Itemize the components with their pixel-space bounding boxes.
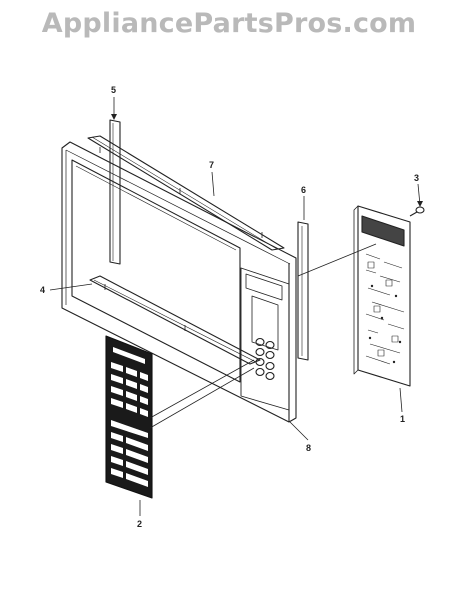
leader-8 — [289, 421, 309, 441]
part-7-top-trim — [87, 135, 285, 251]
callout-7: 7 — [209, 160, 214, 170]
part-6-right-bracket — [297, 221, 309, 361]
callout-4: 4 — [40, 285, 45, 295]
leader-keypad-b — [149, 367, 255, 429]
callout-5: 5 — [111, 85, 116, 95]
part-8-door-frame — [61, 141, 297, 423]
part-1-circuit-board — [353, 205, 411, 387]
part-5-left-bracket — [109, 119, 121, 265]
callout-2: 2 — [137, 519, 142, 529]
callout-8: 8 — [306, 443, 311, 453]
part-4-bottom-trim — [89, 275, 261, 365]
watermark-text: AppliancePartsPros.com — [41, 8, 417, 39]
leader-board-to-frame — [297, 243, 377, 277]
callout-3: 3 — [414, 173, 419, 183]
leader-4 — [49, 283, 93, 291]
leader-keypad-a — [149, 359, 255, 419]
part-3-screw — [409, 206, 425, 217]
leader-1 — [399, 387, 403, 413]
callout-6: 6 — [301, 185, 306, 195]
callout-1: 1 — [400, 414, 405, 424]
leader-7 — [211, 171, 215, 197]
part-2-keypad-overlay — [105, 335, 153, 499]
leader-lines — [49, 97, 423, 516]
